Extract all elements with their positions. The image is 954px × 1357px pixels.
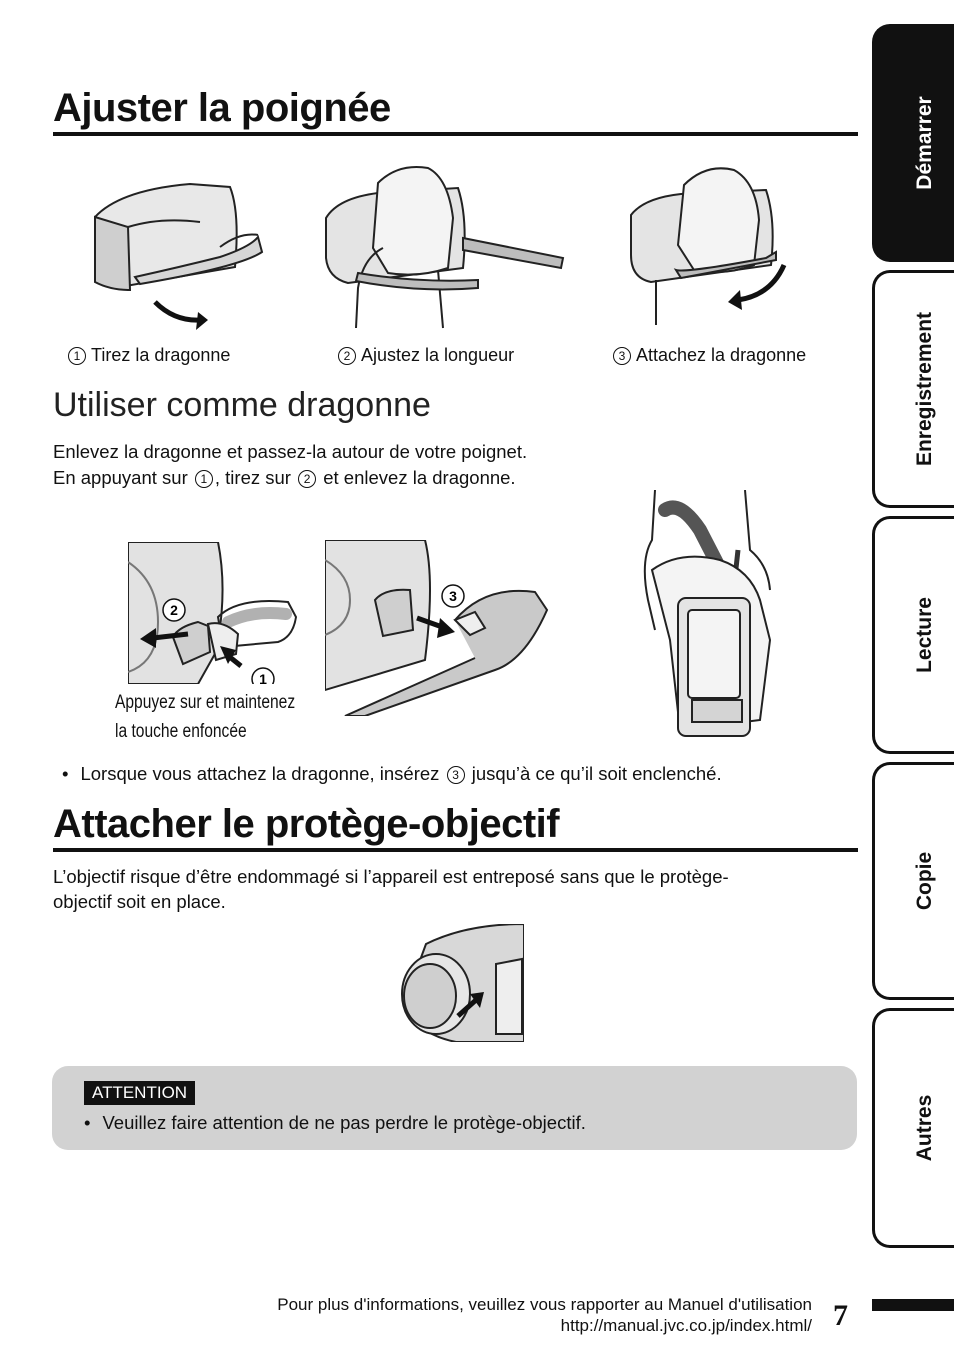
bullet-insert-note: • Lorsque vous attachez la dragonne, insé… bbox=[62, 761, 722, 787]
strap-release-illustration: 2 1 bbox=[128, 542, 300, 684]
section-rule bbox=[53, 848, 858, 852]
tab-label: Enregistrement bbox=[913, 311, 936, 467]
tab-label: Démarrer bbox=[913, 96, 936, 190]
hand-attach-strap-illustration bbox=[630, 167, 787, 325]
step-label: Attachez la dragonne bbox=[636, 345, 807, 365]
text-fragment: Veuillez faire attention de ne pas perdr… bbox=[102, 1112, 586, 1133]
lens-cap-paragraph-line-1: L’objectif risque d’être endommagé si l’… bbox=[53, 866, 729, 887]
step-number-badge: 2 bbox=[338, 346, 356, 365]
step-number-badge: 3 bbox=[613, 346, 631, 365]
tab-enregistrement[interactable]: Enregistrement bbox=[872, 270, 954, 508]
text-fragment: , tirez sur bbox=[214, 467, 291, 488]
page-number: 7 bbox=[833, 1299, 848, 1332]
caption-line: Appuyez sur et maintenez bbox=[115, 692, 296, 713]
wrist-strap-hand-illustration bbox=[643, 490, 772, 737]
page-marker-bar bbox=[872, 1299, 954, 1311]
bullet-dot: • bbox=[62, 763, 69, 784]
step-label: Tirez la dragonne bbox=[91, 345, 231, 365]
lens-cap-illustration bbox=[401, 924, 524, 1042]
attention-label: ATTENTION bbox=[84, 1081, 196, 1105]
step-number-badge: 1 bbox=[68, 346, 86, 365]
tab-label: Lecture bbox=[913, 597, 936, 673]
text-fragment: En appuyant sur bbox=[53, 467, 188, 488]
strap-removed-illustration: 3 bbox=[325, 540, 549, 716]
hand-adjust-length-illustration bbox=[325, 166, 565, 329]
tab-copie[interactable]: Copie bbox=[872, 762, 954, 1000]
camera-pull-strap-illustration bbox=[94, 182, 264, 330]
text-fragment: et enlevez la dragonne. bbox=[323, 467, 516, 488]
step-caption-2: 2 Ajustez la longueur bbox=[338, 345, 514, 366]
section-title-lens-cap: Attacher le protège-objectif bbox=[53, 802, 560, 846]
paragraph-line-2: En appuyant sur 1, tirez sur 2 et enleve… bbox=[53, 465, 516, 491]
section-title-adjust-grip: Ajuster la poignée bbox=[53, 86, 391, 130]
tab-lecture[interactable]: Lecture bbox=[872, 516, 954, 754]
attention-text: • Veuillez faire attention de ne pas perd… bbox=[84, 1110, 586, 1136]
lens-cap-paragraph-line-2: objectif soit en place. bbox=[53, 891, 226, 912]
caption-line: la touche enfoncée bbox=[115, 721, 247, 742]
step-caption-3: 3 Attachez la dragonne bbox=[613, 345, 806, 366]
bullet-dot: • bbox=[84, 1112, 91, 1133]
number-badge: 3 bbox=[446, 766, 465, 784]
text-fragment: jusqu’à ce qu’il soit enclenché. bbox=[471, 763, 722, 784]
figure-number-badge: 3 bbox=[449, 588, 457, 604]
section-rule bbox=[53, 132, 858, 136]
text-fragment: Lorsque vous attachez la dragonne, insér… bbox=[80, 763, 440, 784]
number-badge: 2 bbox=[298, 470, 317, 488]
step-label: Ajustez la longueur bbox=[361, 345, 515, 365]
figure-caption-press-hold: Appuyez sur et maintenez la touche enfon… bbox=[115, 688, 295, 746]
tab-demarrer[interactable]: Démarrer bbox=[872, 24, 954, 262]
figure-number-badge: 2 bbox=[170, 602, 178, 618]
tab-autres[interactable]: Autres bbox=[872, 1008, 954, 1248]
tab-label: Autres bbox=[913, 1094, 936, 1162]
number-badge: 1 bbox=[194, 470, 213, 488]
attention-box bbox=[52, 1066, 857, 1150]
figure-number-badge: 1 bbox=[259, 671, 267, 684]
tab-label: Copie bbox=[913, 851, 936, 911]
footer-info-line: Pour plus d'informations, veuillez vous … bbox=[277, 1295, 812, 1314]
paragraph-line-1: Enlevez la dragonne et passez-la autour … bbox=[53, 441, 528, 462]
footer-manual-link[interactable]: http://manual.jvc.co.jp/index.html/ bbox=[560, 1316, 812, 1335]
step-caption-1: 1 Tirez la dragonne bbox=[68, 345, 230, 366]
subsection-title-wrist-strap: Utiliser comme dragonne bbox=[53, 386, 431, 424]
